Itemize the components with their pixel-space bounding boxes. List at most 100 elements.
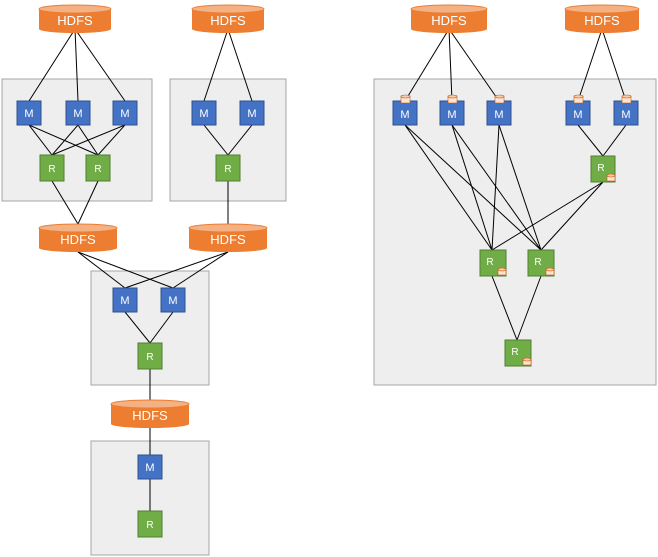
reduce-label: R [94, 164, 101, 175]
map-node: M [112, 100, 138, 126]
edge [203, 28, 229, 102]
map-node-cached: M [565, 94, 591, 126]
edge [28, 124, 53, 156]
reduce-node: R [39, 154, 65, 182]
reduce-label: R [486, 257, 493, 268]
hdfs-store: HDFS [410, 4, 488, 33]
edge [28, 28, 76, 102]
edge [124, 251, 229, 289]
edge [448, 28, 500, 102]
edge [577, 124, 604, 157]
map-node-cached: M [486, 94, 512, 126]
right-edges [404, 28, 627, 341]
edge [491, 181, 604, 251]
reduce-node-cached: R [590, 155, 616, 183]
reduce-label: R [48, 164, 55, 175]
edge [577, 28, 603, 102]
map-node: M [65, 100, 91, 126]
map-node: M [160, 287, 186, 313]
edge [74, 28, 126, 102]
reduce-node-cached: R [504, 339, 532, 367]
cache-icon [621, 94, 632, 104]
edge [124, 311, 151, 344]
map-label: M [120, 295, 129, 307]
hdfs-store: HDFS [564, 4, 640, 33]
edge [227, 124, 253, 156]
stage-1-background [1, 78, 153, 202]
reduce-node: R [85, 154, 111, 182]
reduce-node: R [215, 154, 241, 182]
edge [448, 28, 453, 102]
cache-icon [400, 94, 411, 104]
edge [491, 124, 500, 251]
edge [602, 124, 627, 157]
map-node-cached: M [392, 94, 418, 126]
reduce-node: R [137, 342, 163, 370]
cache-icon [497, 267, 507, 276]
reduce-label: R [146, 520, 153, 531]
hdfs-label: HDFS [60, 232, 96, 247]
map-node-cached: M [439, 94, 465, 126]
edge [74, 28, 79, 102]
hdfs-label: HDFS [57, 13, 93, 28]
edge [451, 124, 493, 251]
cache-icon [545, 267, 555, 276]
edge [540, 181, 604, 251]
reduce-label: R [534, 257, 541, 268]
map-label: M [73, 108, 82, 120]
hdfs-store: HDFS [188, 223, 268, 252]
edge [601, 28, 627, 102]
reduce-node: R [137, 510, 163, 538]
hdfs-store: HDFS [38, 223, 118, 252]
cache-icon [606, 173, 616, 182]
hdfs-store: HDFS [191, 4, 265, 33]
map-node: M [16, 100, 42, 126]
map-label: M [120, 108, 129, 120]
edge [77, 251, 126, 289]
map-label: M [247, 108, 256, 120]
hdfs-store: HDFS [110, 399, 190, 428]
edge [404, 124, 493, 251]
edge [77, 180, 99, 225]
left-edges [28, 28, 253, 511]
map-label: M [494, 109, 503, 121]
edge [172, 251, 229, 289]
hdfs-label: HDFS [132, 408, 168, 423]
map-label: M [168, 295, 177, 307]
hdfs-label: HDFS [210, 232, 246, 247]
map-label: M [199, 108, 208, 120]
map-node: M [137, 454, 163, 480]
reduce-label: R [146, 352, 153, 363]
map-label: M [573, 109, 582, 121]
hdfs-label: HDFS [210, 13, 246, 28]
map-label: M [621, 109, 630, 121]
cache-icon [494, 94, 505, 104]
edge [51, 180, 79, 225]
reduce-label: R [597, 163, 604, 174]
map-node: M [112, 287, 138, 313]
hdfs-label: HDFS [584, 13, 620, 28]
edge [51, 124, 126, 156]
edge [227, 28, 253, 102]
map-label: M [400, 109, 409, 121]
edge [516, 275, 542, 341]
cache-icon [447, 94, 458, 104]
map-node: M [239, 100, 265, 126]
edge [51, 124, 79, 156]
cache-icon [573, 94, 584, 104]
map-label: M [24, 108, 33, 120]
edge [77, 251, 174, 289]
reduce-node-cached: R [527, 249, 555, 277]
edge [404, 124, 542, 251]
edge [404, 28, 450, 102]
edge [97, 124, 126, 156]
hdfs-label: HDFS [431, 13, 467, 28]
map-node: M [191, 100, 217, 126]
map-label: M [447, 109, 456, 121]
map-node-cached: M [613, 94, 639, 126]
cache-icon [522, 357, 532, 366]
edge [149, 311, 174, 344]
reduce-label: R [224, 164, 231, 175]
